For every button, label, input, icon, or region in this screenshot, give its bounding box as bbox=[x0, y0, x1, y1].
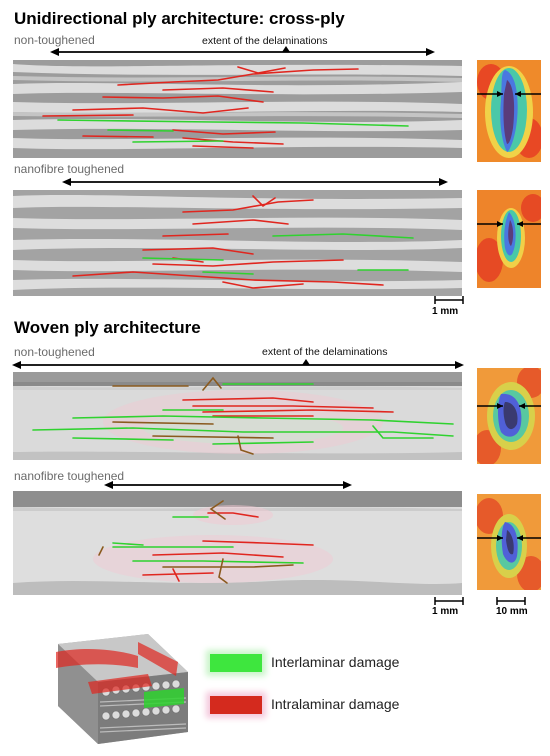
cscan-woven-non-toughened bbox=[477, 368, 541, 464]
extent-arrow-ud-non-toughened bbox=[50, 46, 435, 56]
scale-bar-ud bbox=[434, 296, 464, 304]
panel-label-ud-non-toughened: non-toughened bbox=[14, 33, 95, 47]
scale-bar-woven bbox=[434, 597, 464, 605]
scale-label-ud: 1 mm bbox=[432, 306, 459, 317]
panel-label-woven-nanofibre: nanofibre toughened bbox=[14, 469, 125, 483]
micrograph-woven-non-toughened bbox=[13, 372, 462, 460]
extent-arrow-ud-nanofibre bbox=[62, 178, 448, 186]
micrograph-ud-nanofibre bbox=[13, 190, 462, 296]
scale-bar-cscan bbox=[496, 597, 526, 605]
laminate-schematic-illustration bbox=[48, 632, 194, 748]
section-title-unidirectional: Unidirectional ply architecture: cross-p… bbox=[14, 9, 345, 28]
micrograph-woven-nanofibre bbox=[13, 491, 462, 595]
cscan-woven-nanofibre bbox=[477, 494, 541, 590]
panel-label-ud-nanofibre: nanofibre toughened bbox=[14, 162, 125, 176]
scale-label-woven: 1 mm bbox=[432, 606, 459, 617]
section-title-woven: Woven ply architecture bbox=[14, 318, 201, 337]
legend-label-intralaminar: Intralaminar damage bbox=[271, 696, 400, 712]
extent-label-woven: extent of the delaminations bbox=[262, 346, 388, 358]
scale-label-cscan: 10 mm bbox=[496, 606, 528, 617]
extent-arrow-woven-non-toughened bbox=[12, 359, 464, 369]
cscan-ud-nanofibre bbox=[477, 190, 541, 288]
micrograph-ud-non-toughened bbox=[13, 60, 462, 158]
extent-arrow-woven-nanofibre bbox=[104, 481, 352, 489]
legend-swatch-intralaminar bbox=[210, 696, 262, 714]
legend-label-interlaminar: Interlaminar damage bbox=[271, 654, 400, 670]
panel-label-woven-non-toughened: non-toughened bbox=[14, 345, 95, 359]
cscan-ud-non-toughened bbox=[477, 60, 541, 162]
legend-swatch-interlaminar bbox=[210, 654, 262, 672]
extent-label-ud: extent of the delaminations bbox=[202, 35, 328, 47]
